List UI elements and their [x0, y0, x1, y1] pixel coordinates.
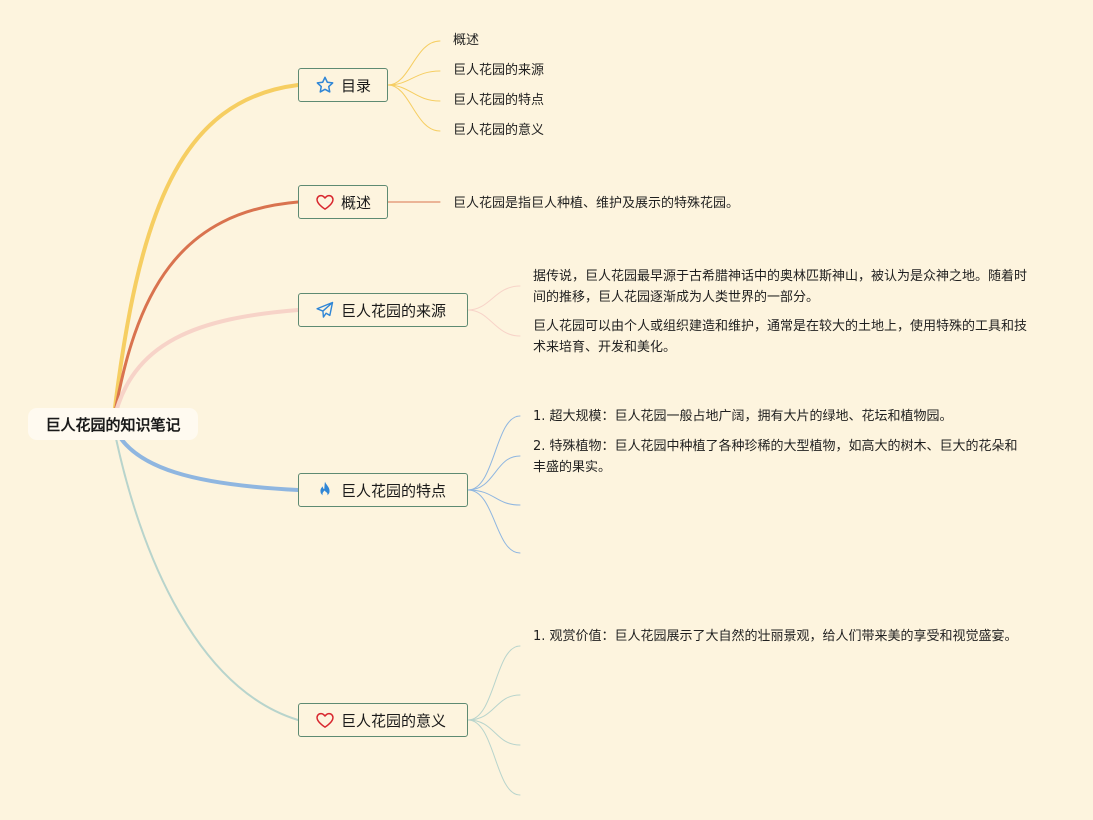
leaf-features-2[interactable]: 2. 特殊植物：巨人花园中种植了各种珍稀的大型植物，如高大的树木、巨大的花朵和丰… [533, 439, 1018, 475]
link-toc-leaf-1 [387, 40, 441, 86]
leaf-features-1[interactable]: 1. 超大规模：巨人花园一般占地广阔，拥有大片的绿地、花坛和植物园。 [533, 409, 953, 424]
branch-meaning[interactable]: 巨人花园的意义 [298, 703, 468, 737]
branch-features[interactable]: 巨人花园的特点 [298, 473, 468, 507]
link-origin-leaf-1 [467, 285, 521, 311]
leaf-origin-2[interactable]: 巨人花园可以由个人或组织建造和维护，通常是在较大的土地上，使用特殊的工具和技术来… [533, 319, 1028, 355]
link-meaning-leaf-2 [467, 694, 521, 721]
heart-icon [315, 710, 335, 730]
paper-plane-icon [315, 300, 335, 320]
leaf-toc-4[interactable]: 巨人花园的意义 [453, 123, 545, 138]
root-topic-label: 巨人花园的知识笔记 [45, 415, 181, 434]
link-features-leaf-4 [467, 489, 521, 554]
leaf-toc-3[interactable]: 巨人花园的特点 [453, 93, 545, 108]
branch-overview-label: 概述 [341, 193, 372, 212]
link-root-overview [111, 200, 300, 426]
flame-icon [315, 480, 335, 500]
link-features-leaf-1 [467, 415, 521, 491]
branch-overview[interactable]: 概述 [298, 185, 388, 219]
link-origin-leaf-2 [467, 309, 521, 337]
link-root-origin [111, 308, 300, 426]
link-meaning-leaf-3 [467, 719, 521, 746]
link-root-toc [111, 83, 300, 426]
leaf-origin-1[interactable]: 据传说，巨人花园最早源于古希腊神话中的奥林匹斯神山，被认为是众神之地。随着时间的… [533, 269, 1028, 305]
branch-toc-label: 目录 [341, 76, 372, 95]
leaf-overview-1[interactable]: 巨人花园是指巨人种植、维护及展示的特殊花园。 [453, 196, 740, 211]
branch-features-label: 巨人花园的特点 [341, 481, 447, 500]
link-features-leaf-2 [467, 455, 521, 491]
link-meaning-leaf-4 [467, 719, 521, 796]
branch-toc[interactable]: 目录 [298, 68, 388, 102]
branch-origin-label: 巨人花园的来源 [341, 301, 447, 320]
link-meaning-leaf-1 [467, 645, 521, 721]
heart-icon [315, 192, 335, 212]
star-icon [315, 75, 335, 95]
link-toc-leaf-2 [387, 70, 441, 86]
branch-meaning-label: 巨人花园的意义 [341, 711, 447, 730]
leaf-toc-1[interactable]: 概述 [453, 33, 480, 48]
link-root-meaning [112, 423, 299, 721]
root-topic[interactable]: 巨人花园的知识笔记 [28, 408, 198, 440]
link-toc-leaf-4 [387, 84, 441, 132]
link-features-leaf-3 [467, 489, 521, 506]
branch-origin[interactable]: 巨人花园的来源 [298, 293, 468, 327]
leaf-toc-2[interactable]: 巨人花园的来源 [453, 63, 545, 78]
leaf-meaning-1[interactable]: 1. 观赏价值：巨人花园展示了大自然的壮丽景观，给人们带来美的享受和视觉盛宴。 [533, 629, 1018, 644]
